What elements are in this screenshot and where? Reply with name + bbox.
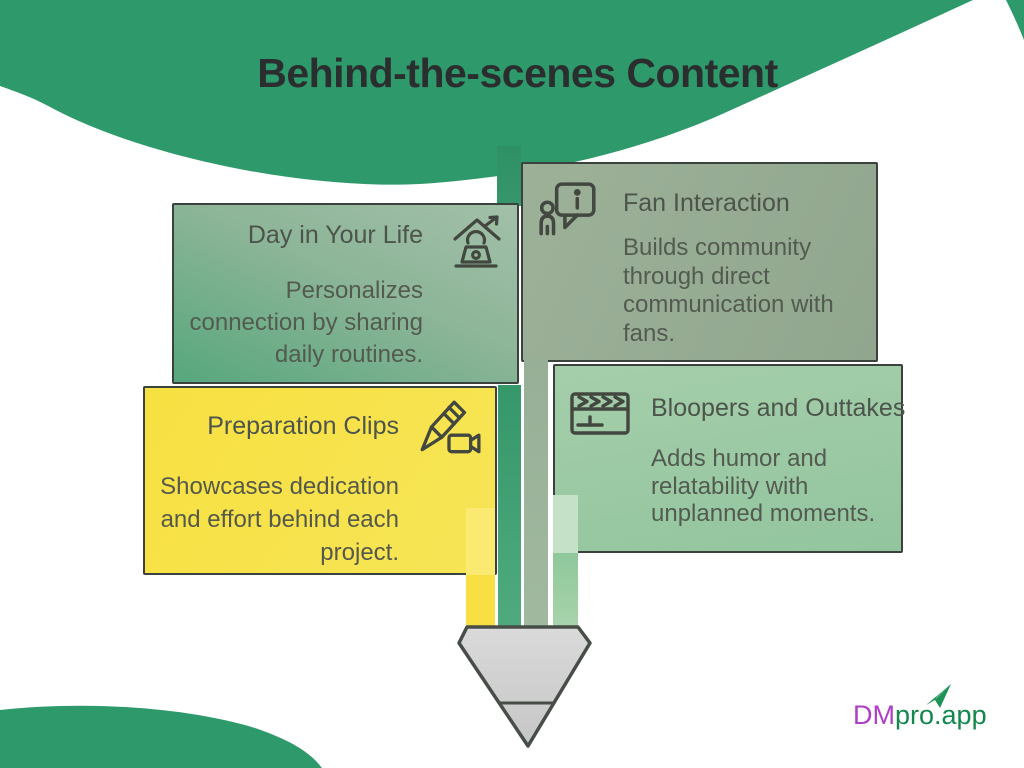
card-body-line: Showcases dedication <box>160 473 399 500</box>
pencil-stripe-yellow-light <box>466 508 495 575</box>
card-day-in-your-life: Day in Your Life Personalizes connection… <box>172 203 519 384</box>
card-fan-interaction: Fan Interaction Builds community through… <box>521 162 878 362</box>
card-preparation-clips: Preparation Clips Showcases dedication a… <box>143 386 497 575</box>
card-body: Personalizes connection by sharing daily… <box>190 275 423 371</box>
card-title: Preparation Clips <box>207 412 399 440</box>
card-body-line: daily routines. <box>274 341 423 368</box>
brand-logo: DMpro.app <box>853 700 987 731</box>
pencil-stripe-light-green <box>553 553 578 629</box>
corner-blob <box>1006 0 1024 40</box>
card-title: Fan Interaction <box>623 189 790 217</box>
card-body-line: connection by sharing <box>189 309 423 336</box>
pencil-stripe-sage <box>524 356 548 629</box>
card-title: Bloopers and Outtakes <box>651 394 906 422</box>
card-body: Adds humor and relatability with unplann… <box>651 445 875 528</box>
card-body-line: Personalizes <box>285 277 423 304</box>
card-body-line: unplanned moments. <box>651 500 876 527</box>
pencil-stripe-yellow <box>466 575 495 629</box>
clapperboard-icon <box>570 390 630 438</box>
pencil-stripe-dark-green <box>498 385 521 629</box>
page-title: Behind-the-scenes Content <box>257 50 778 96</box>
card-body-line: and effort behind each <box>160 506 399 533</box>
logo-middle: pro <box>895 700 935 730</box>
card-body: Builds community through direct communic… <box>623 234 834 348</box>
card-body-line: Adds humor and <box>651 445 828 472</box>
card-body-line: Builds community <box>623 234 812 261</box>
logo-suffix: .app <box>934 700 987 730</box>
card-body-line: communication with <box>623 291 834 318</box>
pencil-stripe-light-green-light <box>553 495 578 553</box>
card-bloopers-and-outtakes: Bloopers and Outtakes Adds humor and rel… <box>553 364 906 553</box>
paper-plane-icon <box>926 684 951 708</box>
card-body-line: relatability with <box>651 472 809 500</box>
pencil-stripe-dark-green-top <box>497 146 521 206</box>
home-laptop-icon <box>445 213 507 273</box>
pencil-cone <box>457 625 592 748</box>
card-body-line: project. <box>320 539 399 566</box>
bottom-left-blob <box>0 705 322 768</box>
logo-prefix: DM <box>853 700 895 730</box>
card-body-line: fans. <box>623 319 676 347</box>
card-body-line: through direct <box>623 262 770 290</box>
card-body: Showcases dedication and effort behind e… <box>160 470 399 569</box>
card-title: Day in Your Life <box>247 221 423 249</box>
person-speech-bubble-icon <box>537 180 599 244</box>
pencil-video-camera-icon <box>415 396 483 462</box>
